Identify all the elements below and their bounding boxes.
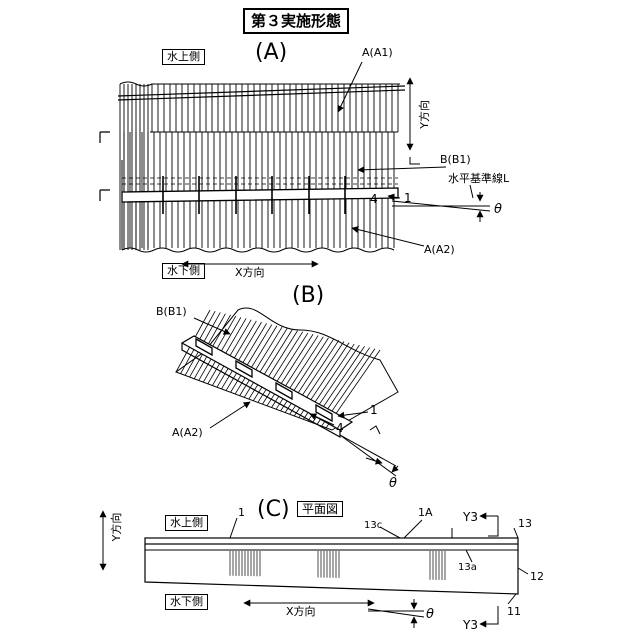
- fig-a-label-a2: A(A2): [424, 243, 455, 256]
- fig-a-bottom-edge: [122, 248, 394, 252]
- fig-c-label-12: 12: [530, 570, 544, 583]
- fig-a-label-4: 4: [370, 192, 378, 206]
- fig-b-label-4: 4: [336, 421, 344, 435]
- fig-b-label-b1: B(B1): [156, 305, 187, 318]
- fig-c-ridge-member: [145, 538, 518, 544]
- fig-b-label-a2: A(A2): [172, 426, 203, 439]
- fig-b-panel-outline: [176, 308, 398, 430]
- fig-b-label-1: 1: [370, 403, 378, 417]
- fig-a-label-1: 1: [404, 191, 412, 205]
- fig-b-label-theta: θ: [389, 476, 397, 491]
- fig-a-label-a1: A(A1): [362, 46, 393, 59]
- fig-c-hatching: [230, 551, 445, 580]
- fig-a-label-baseline: 水平基準線L: [448, 171, 510, 185]
- fig-c-label-y3-top: Y3: [462, 510, 478, 524]
- fig-a-label-y-direction: Y方向: [417, 100, 431, 130]
- fig-b-leader-a2: [210, 402, 250, 428]
- fig-a-label-theta: θ: [494, 202, 502, 217]
- fig-c-label-13: 13: [518, 517, 532, 530]
- fig-a-right-angle-mark: [410, 157, 420, 164]
- fig-c-label-theta: θ: [426, 607, 434, 622]
- figure-c-drawing: 1 1A 13c 13a 13 12 11 Y3 Y3 θ X方向 Y方向: [103, 506, 544, 632]
- fig-c-label-13c: 13c: [364, 520, 382, 531]
- fig-a-bracket-upper: [100, 132, 110, 143]
- fig-c-label-y3-bottom: Y3: [462, 618, 478, 632]
- fig-a-leader-b1: [358, 167, 446, 170]
- fig-b-baseline: [340, 435, 396, 466]
- fig-a-label-b1: B(B1): [440, 153, 471, 166]
- fig-c-label-11: 11: [507, 605, 521, 618]
- fig-c-label-1: 1: [238, 506, 245, 519]
- fig-a-corrugation-lines: [120, 84, 398, 250]
- figure-a-drawing: A(A1) B(B1) A(A2) 水平基準線L θ 1 4 X方向 Y方向: [100, 46, 510, 279]
- fig-c-label-13a: 13a: [458, 562, 477, 573]
- fig-c-label-x-direction: X方向: [286, 604, 316, 618]
- figure-b-drawing: B(B1) A(A2) 1 4 θ: [156, 305, 398, 491]
- fig-a-label-x-direction: X方向: [235, 265, 265, 279]
- fig-c-label-1a: 1A: [418, 506, 433, 519]
- fig-c-label-y-direction: Y方向: [109, 513, 123, 543]
- fig-a-bracket-lower: [100, 190, 110, 201]
